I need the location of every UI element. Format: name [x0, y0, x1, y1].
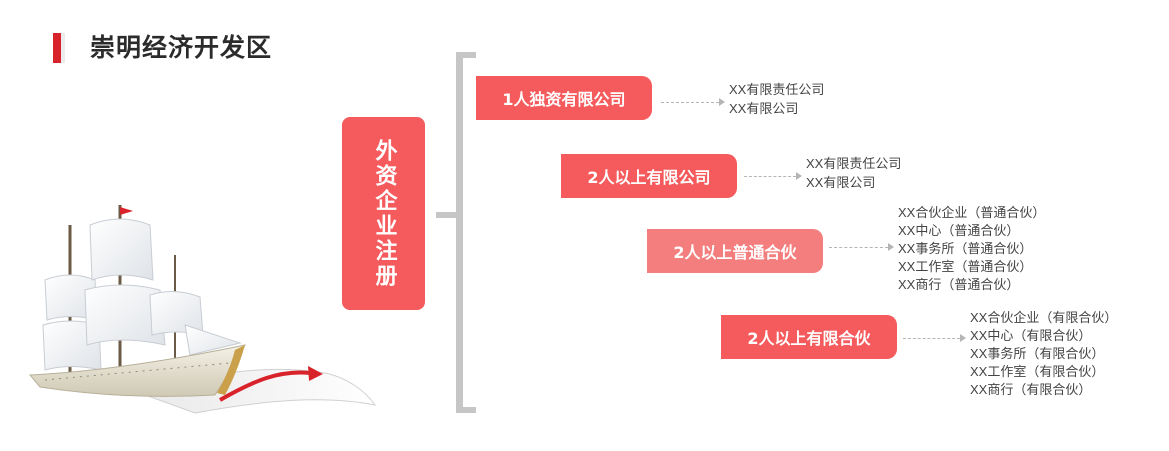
list-item: XX工作室（有限合伙）: [970, 364, 1105, 379]
list-item: XX有限责任公司: [806, 156, 902, 171]
list-item: XX合伙企业（普通合伙）: [898, 205, 1046, 220]
title-accent-shadow: [61, 33, 65, 63]
bracket-bottom: [456, 407, 476, 413]
list-item: XX事务所（普通合伙）: [898, 241, 1033, 256]
list-item: XX商行（有限合伙）: [970, 382, 1092, 397]
category-box-4: 2人以上有限合伙: [721, 315, 897, 359]
list-item: XX商行（普通合伙）: [898, 277, 1020, 292]
company-type-list-1: XX有限责任公司 XX有限公司: [729, 80, 824, 118]
list-item: XX中心（普通合伙）: [898, 223, 1020, 238]
category-box-2: 2人以上有限公司: [561, 154, 737, 198]
dashed-arrow-3: [829, 247, 888, 248]
dashed-arrow-1: [661, 102, 719, 103]
list-item: XX中心（有限合伙）: [970, 328, 1092, 343]
title-accent-bar: [53, 33, 61, 63]
company-type-list-2: XX有限责任公司 XX有限公司: [806, 154, 901, 192]
company-type-list-4: XX合伙企业（有限合伙） XX中心（有限合伙） XX事务所（有限合伙） XX工作…: [970, 309, 1117, 399]
list-item: XX有限责任公司: [729, 82, 825, 97]
list-item: XX工作室（普通合伙）: [898, 259, 1033, 274]
category-box-1: 1人独资有限公司: [476, 76, 652, 120]
dashed-arrow-4: [903, 338, 960, 339]
bracket-vertical: [456, 52, 463, 412]
center-label: 外资企业注册: [371, 138, 397, 289]
bracket-top: [456, 52, 476, 58]
list-item: XX事务所（有限合伙）: [970, 346, 1105, 361]
page-title: 崇明经济开发区: [90, 33, 273, 62]
sailing-ship-icon: [28, 205, 377, 414]
arrowhead-2: [796, 172, 802, 180]
list-item: XX合伙企业（有限合伙）: [970, 310, 1118, 325]
arrowhead-3: [888, 243, 894, 251]
list-item: XX有限公司: [729, 101, 799, 116]
company-type-list-3: XX合伙企业（普通合伙） XX中心（普通合伙） XX事务所（普通合伙） XX工作…: [898, 204, 1045, 294]
category-box-3: 2人以上普通合伙: [647, 229, 823, 273]
dashed-arrow-2: [744, 176, 796, 177]
arrowhead-1: [719, 98, 725, 106]
center-connector: [436, 212, 456, 218]
list-item: XX有限公司: [806, 175, 876, 190]
center-box: 外资企业注册: [342, 117, 425, 310]
arrowhead-4: [960, 334, 966, 342]
